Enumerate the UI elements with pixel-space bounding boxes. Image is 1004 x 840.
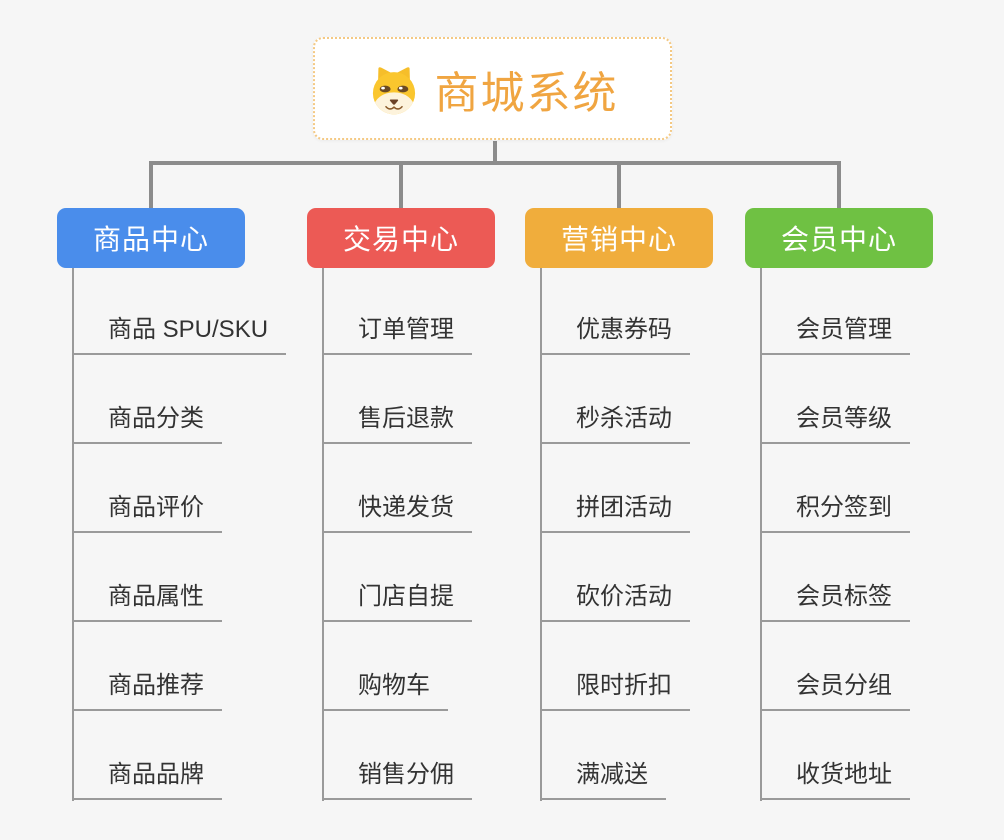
leaf-node: 购物车 xyxy=(323,622,583,711)
branch-items-trade: 订单管理 售后退款 快递发货 门店自提 购物车 销售分佣 xyxy=(323,266,583,800)
leaf-node-label[interactable]: 商品属性 xyxy=(73,582,222,622)
drop-connector-marketing xyxy=(617,161,621,209)
leaf-node-label[interactable]: 积分签到 xyxy=(761,493,910,533)
branch-node-members[interactable]: 会员中心 xyxy=(745,208,933,268)
dog-face-icon xyxy=(372,66,415,114)
branch-bus-connector xyxy=(149,161,841,165)
leaf-node-label[interactable]: 商品评价 xyxy=(73,493,222,533)
trunk-connector-members xyxy=(760,268,762,801)
leaf-node-label[interactable]: 会员标签 xyxy=(761,582,910,622)
leaf-node-label[interactable]: 收货地址 xyxy=(761,760,910,800)
leaf-node: 砍价活动 xyxy=(541,533,801,622)
trunk-connector-marketing xyxy=(540,268,542,801)
leaf-node-label[interactable]: 满减送 xyxy=(541,760,666,800)
leaf-node-label[interactable]: 购物车 xyxy=(323,671,448,711)
leaf-node-label[interactable]: 会员管理 xyxy=(761,315,910,355)
leaf-node: 快递发货 xyxy=(323,444,583,533)
leaf-node: 售后退款 xyxy=(323,355,583,444)
leaf-node: 优惠券码 xyxy=(541,266,801,355)
leaf-node: 商品品牌 xyxy=(73,711,333,800)
root-title: 商城系统 xyxy=(434,68,619,118)
leaf-node-label[interactable]: 拼团活动 xyxy=(541,493,690,533)
leaf-node: 会员管理 xyxy=(761,266,1004,355)
leaf-node-label[interactable]: 商品 SPU/SKU xyxy=(73,315,287,355)
leaf-node: 商品属性 xyxy=(73,533,333,622)
leaf-node-label[interactable]: 快递发货 xyxy=(323,493,472,533)
trunk-connector-trade xyxy=(322,268,324,801)
branch-node-trade[interactable]: 交易中心 xyxy=(307,208,495,268)
leaf-node: 会员等级 xyxy=(761,355,1004,444)
leaf-node-label[interactable]: 砍价活动 xyxy=(541,582,690,622)
root-stem-connector xyxy=(493,141,497,165)
branch-node-products[interactable]: 商品中心 xyxy=(57,208,245,268)
leaf-node: 会员分组 xyxy=(761,622,1004,711)
leaf-node-label[interactable]: 销售分佣 xyxy=(323,760,472,800)
leaf-node: 会员标签 xyxy=(761,533,1004,622)
leaf-node-label[interactable]: 商品品牌 xyxy=(73,760,222,800)
leaf-node-label[interactable]: 秒杀活动 xyxy=(541,404,690,444)
leaf-node: 积分签到 xyxy=(761,444,1004,533)
branch-items-marketing: 优惠券码 秒杀活动 拼团活动 砍价活动 限时折扣 满减送 xyxy=(541,266,801,800)
leaf-node: 商品推荐 xyxy=(73,622,333,711)
leaf-node-label[interactable]: 商品推荐 xyxy=(73,671,222,711)
leaf-node-label[interactable]: 会员分组 xyxy=(761,671,910,711)
leaf-node-label[interactable]: 优惠券码 xyxy=(541,315,690,355)
drop-connector-trade xyxy=(399,161,403,209)
dog-eyes xyxy=(379,85,408,92)
leaf-node: 商品 SPU/SKU xyxy=(73,266,333,355)
leaf-node: 销售分佣 xyxy=(323,711,583,800)
leaf-node: 订单管理 xyxy=(323,266,583,355)
leaf-node: 满减送 xyxy=(541,711,801,800)
trunk-connector-products xyxy=(72,268,74,801)
leaf-node-label[interactable]: 售后退款 xyxy=(323,404,472,444)
drop-connector-products xyxy=(149,161,153,209)
leaf-node-label[interactable]: 限时折扣 xyxy=(541,671,690,711)
drop-connector-members xyxy=(837,161,841,209)
leaf-node: 限时折扣 xyxy=(541,622,801,711)
branch-items-members: 会员管理 会员等级 积分签到 会员标签 会员分组 收货地址 xyxy=(761,266,1004,800)
root-node[interactable]: 商城系统 xyxy=(313,37,672,140)
leaf-node: 商品分类 xyxy=(73,355,333,444)
branch-node-marketing[interactable]: 营销中心 xyxy=(525,208,713,268)
leaf-node: 商品评价 xyxy=(73,444,333,533)
leaf-node: 秒杀活动 xyxy=(541,355,801,444)
leaf-node: 收货地址 xyxy=(761,711,1004,800)
leaf-node-label[interactable]: 门店自提 xyxy=(323,582,472,622)
leaf-node: 拼团活动 xyxy=(541,444,801,533)
branch-items-products: 商品 SPU/SKU 商品分类 商品评价 商品属性 商品推荐 商品品牌 xyxy=(73,266,333,800)
leaf-node-label[interactable]: 商品分类 xyxy=(73,404,222,444)
leaf-node: 门店自提 xyxy=(323,533,583,622)
leaf-node-label[interactable]: 会员等级 xyxy=(761,404,910,444)
leaf-node-label[interactable]: 订单管理 xyxy=(323,315,472,355)
